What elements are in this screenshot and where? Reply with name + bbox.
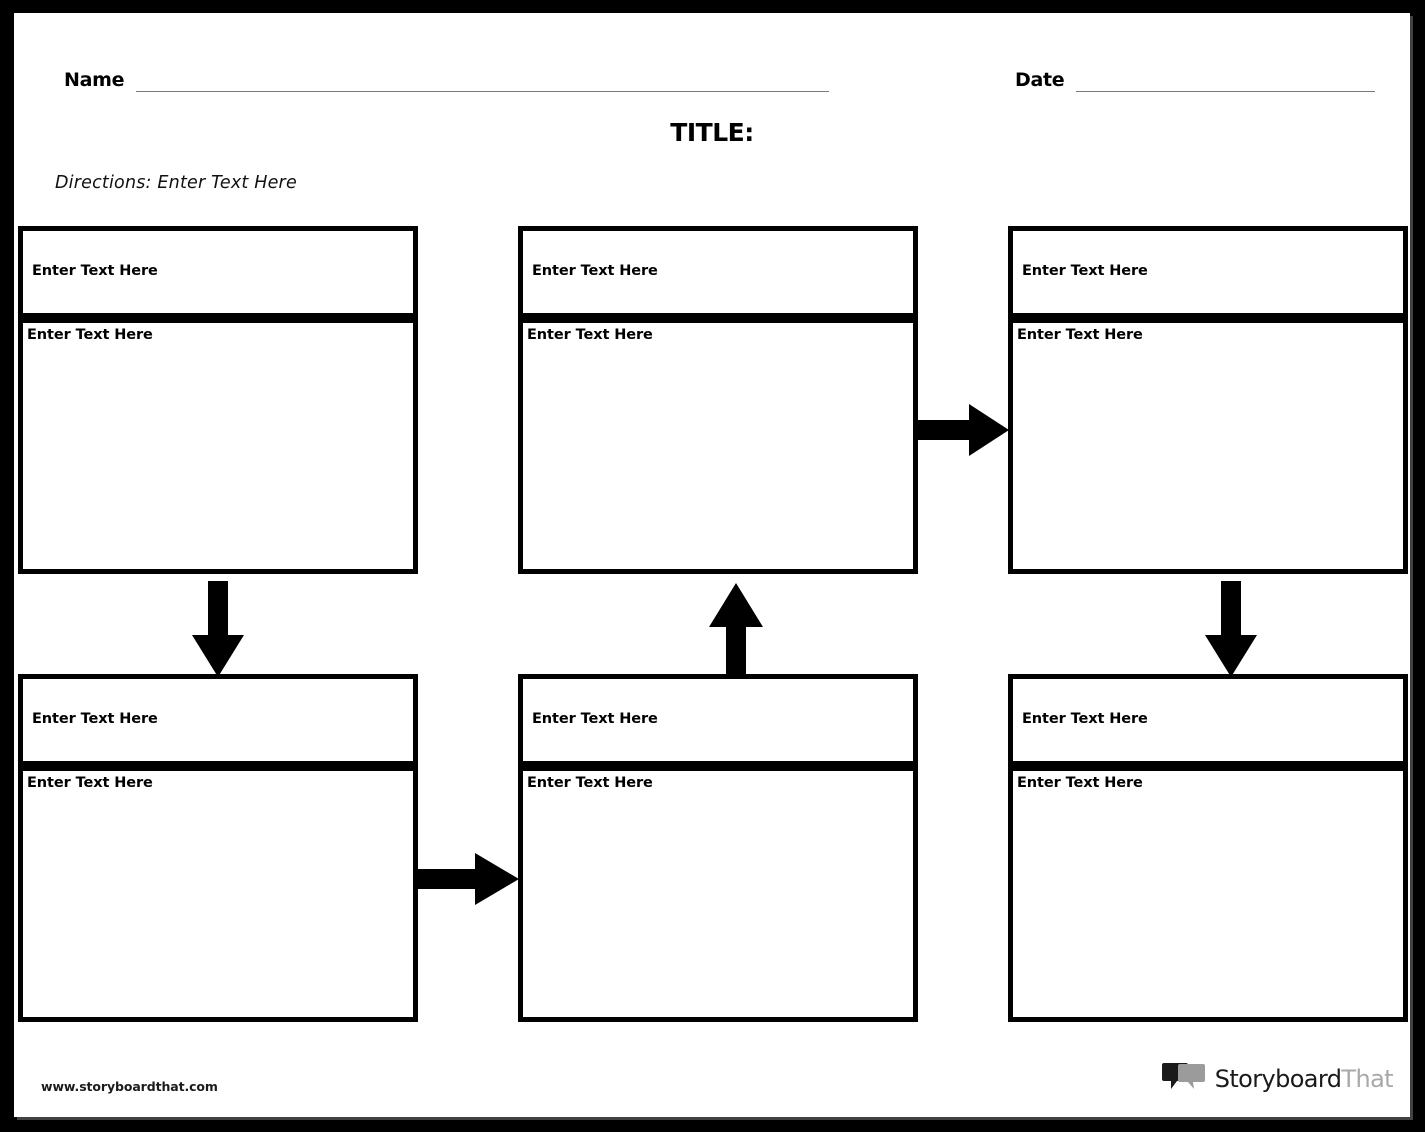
cell-bottom-right: Enter Text Here Enter Text Here — [1008, 674, 1408, 1022]
cell-bottom-right-body[interactable]: Enter Text Here — [1008, 766, 1408, 1022]
cell-bottom-left: Enter Text Here Enter Text Here — [18, 674, 418, 1022]
cell-bottom-center-header-text: Enter Text Here — [532, 711, 658, 728]
cell-bottom-center-body-text: Enter Text Here — [527, 775, 653, 791]
date-field[interactable]: Date — [1015, 71, 1375, 92]
cell-bottom-left-body[interactable]: Enter Text Here — [18, 766, 418, 1022]
date-label: Date — [1015, 69, 1065, 91]
speech-bubbles-icon — [1161, 1061, 1206, 1096]
name-field[interactable]: Name — [64, 71, 829, 92]
date-input-rule[interactable] — [1076, 90, 1375, 92]
brand-text-storyboard: Storyboard — [1214, 1064, 1342, 1093]
cell-top-right-body[interactable]: Enter Text Here — [1008, 318, 1408, 574]
worksheet-page: Name Date TITLE: Directions: Enter Text … — [14, 13, 1410, 1117]
name-label: Name — [64, 69, 125, 91]
brand-text-that: That — [1341, 1064, 1393, 1093]
page-title[interactable]: TITLE: — [670, 118, 754, 147]
cell-top-left: Enter Text Here Enter Text Here — [18, 226, 418, 574]
arrow-up-icon-center — [709, 583, 763, 679]
cell-bottom-left-header[interactable]: Enter Text Here — [18, 674, 418, 766]
cell-top-left-header-text: Enter Text Here — [32, 263, 158, 280]
arrow-down-icon-right — [1205, 581, 1257, 677]
cell-bottom-left-body-text: Enter Text Here — [27, 775, 153, 791]
cell-top-left-header[interactable]: Enter Text Here — [18, 226, 418, 318]
cell-top-right-header[interactable]: Enter Text Here — [1008, 226, 1408, 318]
directions-text[interactable]: Directions: Enter Text Here — [55, 173, 297, 193]
site-url[interactable]: www.storyboardthat.com — [41, 1079, 218, 1094]
cell-top-right-header-text: Enter Text Here — [1022, 263, 1148, 280]
cell-top-center-body[interactable]: Enter Text Here — [518, 318, 918, 574]
cell-top-right: Enter Text Here Enter Text Here — [1008, 226, 1408, 574]
cell-bottom-right-header-text: Enter Text Here — [1022, 711, 1148, 728]
arrow-down-icon-left — [192, 581, 244, 677]
arrow-right-icon-top — [917, 404, 1009, 456]
cell-bottom-left-header-text: Enter Text Here — [32, 711, 158, 728]
cell-bottom-right-body-text: Enter Text Here — [1017, 775, 1143, 791]
arrow-right-icon-bottom — [417, 853, 519, 905]
cell-bottom-center-header[interactable]: Enter Text Here — [518, 674, 918, 766]
cell-top-center-body-text: Enter Text Here — [527, 327, 653, 343]
cell-bottom-center-body[interactable]: Enter Text Here — [518, 766, 918, 1022]
storyboardthat-logo[interactable]: StoryboardThat — [1161, 1061, 1394, 1096]
cell-bottom-right-header[interactable]: Enter Text Here — [1008, 674, 1408, 766]
cell-top-left-body[interactable]: Enter Text Here — [18, 318, 418, 574]
name-input-rule[interactable] — [136, 90, 829, 92]
cell-top-right-body-text: Enter Text Here — [1017, 327, 1143, 343]
cell-top-left-body-text: Enter Text Here — [27, 327, 153, 343]
cell-bottom-center: Enter Text Here Enter Text Here — [518, 674, 918, 1022]
cell-top-center-header-text: Enter Text Here — [532, 263, 658, 280]
cell-top-center-header[interactable]: Enter Text Here — [518, 226, 918, 318]
brand-wordmark: StoryboardThat — [1214, 1064, 1394, 1093]
cell-top-center: Enter Text Here Enter Text Here — [518, 226, 918, 574]
